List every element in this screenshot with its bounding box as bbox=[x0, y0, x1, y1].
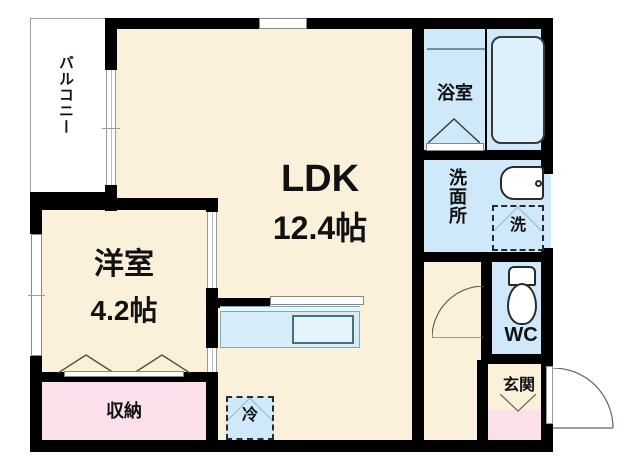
fridge-space bbox=[226, 396, 274, 440]
balcony-sliding-door[interactable] bbox=[106, 70, 116, 185]
wall-ldk-hall bbox=[412, 260, 424, 442]
toilet-bowl bbox=[507, 283, 537, 325]
wall-bottom bbox=[30, 440, 553, 452]
ldk-area-label: 12.4帖 bbox=[272, 210, 368, 246]
bedroom-sliding-door-lower[interactable] bbox=[207, 348, 217, 372]
bedroom-window-tick bbox=[28, 295, 45, 296]
closet-floor bbox=[36, 382, 212, 440]
bedroom-label: 洋室 bbox=[94, 248, 154, 281]
entrance-tile bbox=[487, 410, 551, 440]
wall-balcony-top bbox=[105, 18, 117, 70]
laundry-space bbox=[492, 205, 544, 251]
hallway-floor bbox=[419, 262, 487, 440]
entrance-label: 玄関 bbox=[502, 377, 535, 394]
wall-bedroom-ldk-mid bbox=[206, 288, 218, 348]
wall-hall-wc bbox=[481, 262, 492, 360]
closet-door-right[interactable] bbox=[134, 354, 190, 374]
wall-bath-washroom bbox=[419, 150, 553, 160]
bedroom-area-label: 4.2帖 bbox=[90, 295, 158, 326]
toilet-label: WC bbox=[504, 324, 538, 346]
wall-entrance-left bbox=[477, 360, 488, 442]
wall-wc-right bbox=[541, 262, 553, 362]
closet-door-track bbox=[64, 371, 184, 377]
closet-label: 収納 bbox=[106, 401, 142, 421]
wall-closet-top bbox=[36, 372, 212, 382]
wall-top bbox=[112, 18, 553, 29]
laundry-label: 洗 bbox=[509, 217, 526, 234]
wall-bedroom-ldk-lower bbox=[206, 372, 218, 442]
fridge-label: 冷 bbox=[241, 407, 258, 424]
wall-washroom-bottom bbox=[419, 252, 553, 262]
bath-divider bbox=[485, 28, 487, 150]
balcony-door-tick bbox=[102, 128, 120, 129]
kitchen-sink bbox=[292, 315, 354, 344]
bedroom-floor bbox=[36, 207, 212, 372]
ldk-label: LDK bbox=[280, 158, 360, 200]
balcony-label: バルコニー bbox=[57, 55, 74, 135]
wc-door-arc[interactable] bbox=[432, 286, 484, 338]
bath-window-top bbox=[427, 48, 485, 50]
balcony-floor bbox=[35, 23, 109, 189]
bathtub bbox=[491, 36, 545, 144]
wall-wc-bottom bbox=[481, 354, 553, 364]
wall-ldk-washroom bbox=[412, 162, 424, 260]
wall-ldk-bath bbox=[412, 18, 424, 162]
kitchen-counter-edge bbox=[270, 296, 364, 305]
washbasin-faucet bbox=[535, 180, 542, 187]
bedroom-sliding-door[interactable] bbox=[207, 212, 217, 288]
bath-door-fold[interactable] bbox=[428, 118, 480, 144]
ldk-window-top bbox=[259, 18, 307, 29]
wall-bedroom-top bbox=[30, 198, 218, 210]
bath-label: 浴室 bbox=[437, 83, 473, 103]
washroom-label: 洗面所 bbox=[447, 168, 467, 225]
bath-door-track bbox=[426, 143, 484, 151]
wall-left-bottom bbox=[30, 356, 42, 442]
closet-door-left[interactable] bbox=[58, 354, 114, 374]
entrance-door-panel[interactable] bbox=[546, 366, 553, 424]
kitchen-wall-stub bbox=[218, 298, 270, 308]
entrance-door-arc[interactable] bbox=[553, 368, 614, 429]
entrance-step bbox=[500, 394, 536, 412]
